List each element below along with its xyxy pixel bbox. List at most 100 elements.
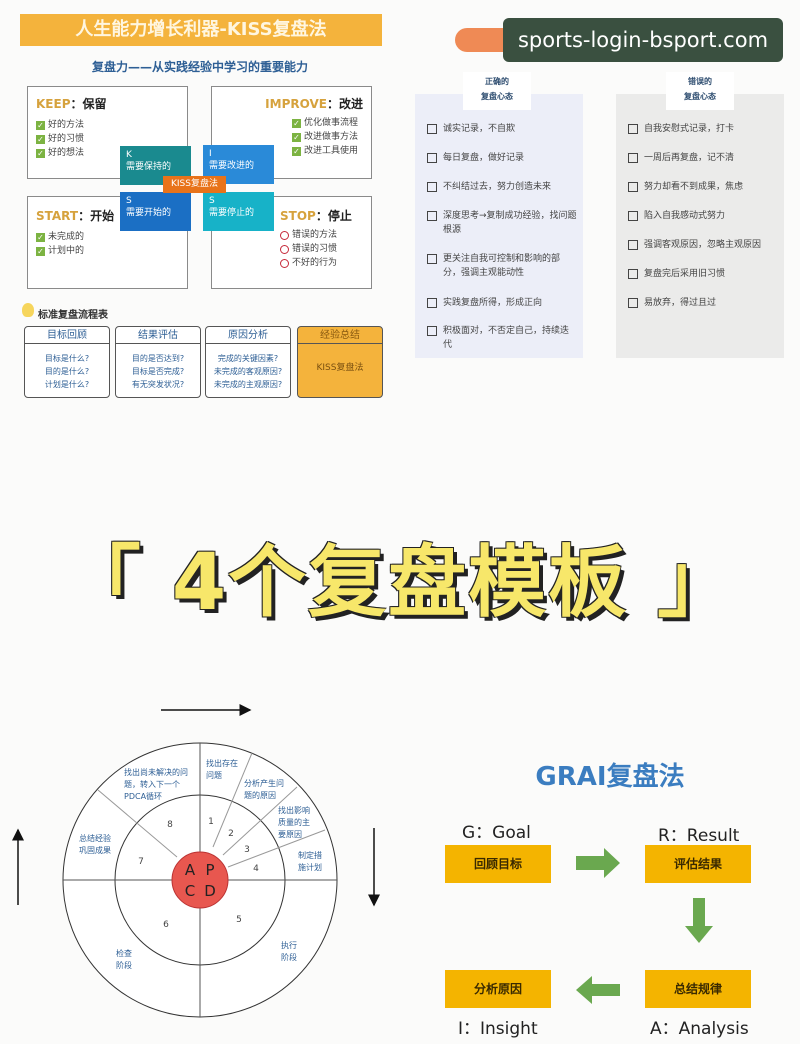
flow-line: 目标是否完成? <box>131 367 185 376</box>
list-item-text: 积极面对，不否定自己，持续迭代 <box>443 326 570 350</box>
spoke <box>222 786 298 856</box>
start-item-text: 未完成的 <box>48 232 85 242</box>
step-number: 4 <box>253 864 259 874</box>
list-item: 强调客观原因，忽略主观原因 <box>628 238 778 252</box>
improve-heading: IMPROVE：改进 <box>220 95 363 112</box>
list-item: 易放弃，得过且过 <box>628 296 778 310</box>
stop-item: 错误的习惯 <box>280 242 363 256</box>
step-number: 1 <box>208 817 214 827</box>
keep-en: KEEP <box>36 97 71 111</box>
flow-title: 标准复盘流程表 <box>38 310 108 321</box>
list-item-text: 不纠结过去，努力创造未来 <box>443 182 552 192</box>
title-line: 正确的 <box>485 77 509 86</box>
watermark: sports-login-bsport.com <box>503 18 783 62</box>
pdca-step-5: 执行阶段 <box>281 941 297 962</box>
wrong-mindset-title: 错误的复盘心态 <box>666 72 734 110</box>
checkbox-icon <box>427 298 437 308</box>
tile-stop: S 需要停止的 <box>203 192 274 231</box>
list-item-text: 一周后再复盘，记不清 <box>644 153 735 163</box>
analysis-label: A：Analysis <box>650 1019 749 1039</box>
checkbox-icon <box>628 124 638 134</box>
checkbox-icon <box>628 240 638 250</box>
flow-line: KISS复盘法 <box>316 363 364 373</box>
list-item-text: 强调客观原因，忽略主观原因 <box>644 240 762 250</box>
title-line: 复盘心态 <box>684 92 716 101</box>
check-icon: ✓ <box>36 148 45 158</box>
list-item: 不纠结过去，努力创造未来 <box>427 180 577 194</box>
list-item: 努力却看不到成果，焦虑 <box>628 180 778 194</box>
flow-line: 目的是否达到? <box>131 354 185 363</box>
arrow-right-icon <box>576 848 620 878</box>
list-item-text: 自我安慰式记录，打卡 <box>644 124 735 134</box>
spoke <box>97 789 178 858</box>
list-item-text: 实践复盘所得，形成正向 <box>443 298 543 308</box>
checkbox-icon <box>427 182 437 192</box>
checkbox-icon <box>628 269 638 279</box>
list-item: 积极面对，不否定自己，持续迭代 <box>427 324 577 352</box>
improve-item: ✓改进工具使用 <box>292 144 363 158</box>
kiss-center-label: KISS复盘法 <box>163 176 226 193</box>
title-line: 复盘心态 <box>481 92 513 101</box>
keep-zh: ：保留 <box>70 97 107 111</box>
tile-letter: K <box>126 150 132 160</box>
step-number: 7 <box>138 857 144 867</box>
flow-step: 原因分析完成的关键因素?未完成的客观原因?未完成的主观原因? <box>205 326 291 398</box>
check-icon: ✓ <box>292 132 301 142</box>
kiss-subtitle: 复盘力——从实践经验中学习的重要能力 <box>91 60 308 74</box>
check-icon: ✓ <box>292 146 301 156</box>
tile-text: 需要开始的 <box>126 208 172 218</box>
step-number: 3 <box>244 845 250 855</box>
flow-line: 计划是什么? <box>44 380 90 389</box>
check-icon: ✓ <box>36 120 45 130</box>
improve-item: ✓优化做事流程 <box>292 116 363 130</box>
prohibited-icon <box>280 244 289 254</box>
pdca-step-2: 分析产生问题的原因 <box>244 779 284 800</box>
list-item: 每日复盘，做好记录 <box>427 151 577 165</box>
list-item-text: 更关注自我可控制和影响的部分，强调主观能动性 <box>443 254 561 278</box>
keep-item-text: 好的方法 <box>48 120 85 130</box>
stop-zh: ：停止 <box>315 209 352 223</box>
pdca-diagram: A P C D 1 2 3 4 5 6 7 8 <box>12 704 380 1018</box>
grai-title: GRAI复盘法 <box>535 762 685 792</box>
start-zh: ：开始 <box>78 209 115 223</box>
list-item: 更关注自我可控制和影响的部分，强调主观能动性 <box>427 252 577 280</box>
stop-item-text: 错误的方法 <box>292 230 338 240</box>
kiss-title: 人生能力增长利器-KISS复盘法 <box>20 14 382 46</box>
list-item-text: 陷入自我感动式努力 <box>644 211 726 221</box>
list-item-text: 每日复盘，做好记录 <box>443 153 525 163</box>
start-heading: START：开始 <box>36 207 179 224</box>
pdca-letter: P <box>205 861 214 879</box>
keep-item-text: 好的习惯 <box>48 134 85 144</box>
pdca-step-4: 制定措施计划 <box>298 851 322 872</box>
list-item-text: 复盘完后采用旧习惯 <box>644 269 726 279</box>
list-item-text: 易放弃，得过且过 <box>644 298 717 308</box>
tile-letter: S <box>126 196 132 206</box>
pdca-step-1: 找出存在问题 <box>206 759 238 780</box>
right-mindset-title: 正确的复盘心态 <box>463 72 531 110</box>
tile-text: 需要改进的 <box>209 161 255 171</box>
flow-step: 目标回顾目标是什么?目的是什么?计划是什么? <box>24 326 110 398</box>
goal-box: 回顾目标 <box>445 845 551 883</box>
check-icon: ✓ <box>292 118 301 128</box>
flow-line: 目的是什么? <box>44 367 90 376</box>
tile-text: 需要停止的 <box>209 208 255 218</box>
tile-letter: I <box>209 149 212 159</box>
improve-zh: ：改进 <box>326 97 363 111</box>
checkbox-icon <box>628 298 638 308</box>
start-item-text: 计划中的 <box>48 246 85 256</box>
pdca-step-8: 找出尚未解决的问题，转入下一个PDCA循环 <box>124 768 188 801</box>
tile-letter: S <box>209 196 215 206</box>
improve-item-text: 优化做事流程 <box>304 118 359 128</box>
checkbox-icon <box>427 124 437 134</box>
flow-line: 有无突发状况? <box>131 380 185 389</box>
spoke <box>212 752 253 848</box>
pdca-letter: C <box>185 882 195 900</box>
arrow-down-icon <box>685 898 713 943</box>
improve-item-text: 改进工具使用 <box>304 146 359 156</box>
check-icon: ✓ <box>36 134 45 144</box>
keep-item: ✓好的方法 <box>36 118 179 132</box>
flow-line: 目标是什么? <box>44 354 90 363</box>
flow-step-head: 经验总结 <box>298 327 382 344</box>
stop-heading: STOP：停止 <box>280 207 363 224</box>
list-item-text: 努力却看不到成果，焦虑 <box>644 182 744 192</box>
